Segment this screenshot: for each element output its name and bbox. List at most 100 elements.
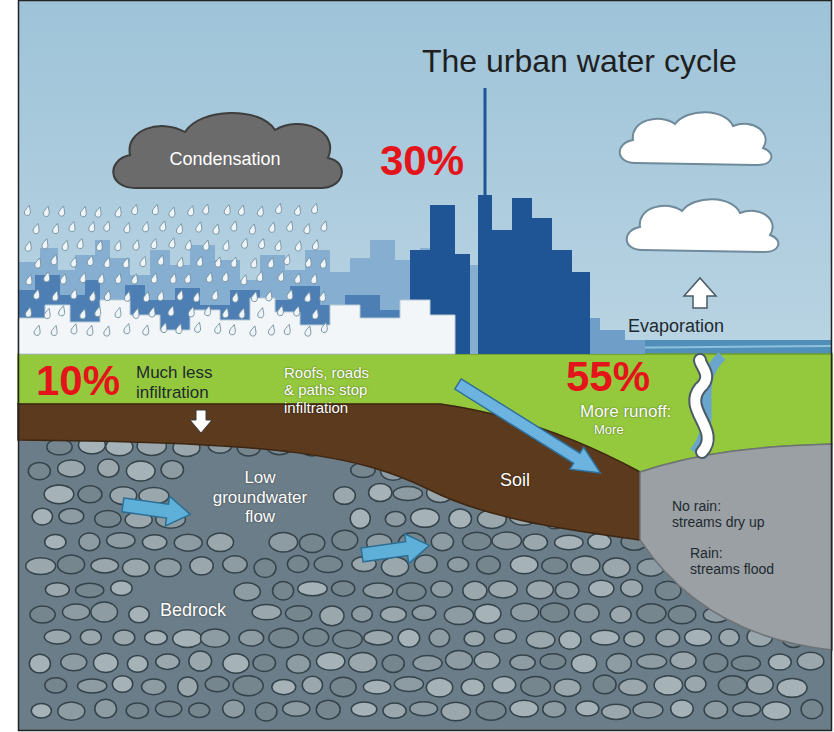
pebble [30,606,55,623]
pebble [78,486,102,503]
pebble [477,556,501,574]
pebble [47,439,72,455]
rain-drop [268,324,277,336]
rain-drop [114,206,123,218]
rain-drop [204,305,213,317]
rain-drop [131,204,140,216]
pebble [58,702,85,720]
runoff-note: More [594,423,624,438]
rain-drop [150,272,159,284]
pebble [330,677,356,696]
pebble [91,602,118,622]
evaporation-arrow-outline [695,360,708,452]
rain-drop [256,271,265,283]
pebble [303,628,328,646]
pebble [205,677,229,692]
pebble [316,652,344,670]
rain-drop [303,223,312,235]
rain-drop [176,256,185,268]
rain-drop [293,305,302,317]
pebble [654,676,682,695]
pebble [252,604,281,619]
pebble [62,604,89,620]
pebble [397,583,426,601]
pebble [269,532,298,551]
pebble [398,629,420,647]
rain-drop [123,222,132,234]
pebble [797,652,823,670]
pebble [619,679,647,696]
pebble [98,459,119,477]
rain-drop [150,238,159,250]
pebble [255,702,277,721]
pebble [189,651,212,671]
pebble [464,631,484,646]
rain-drop [283,254,292,266]
pebble [610,606,631,623]
pebble [523,534,547,551]
rain-drop [176,223,185,235]
pebble [383,703,406,718]
pebble [333,487,355,505]
rain-drop [321,322,330,334]
rain-drop [70,323,79,335]
pebble [45,583,69,597]
pebble [155,558,181,576]
rain-drop [277,270,286,282]
rain-drop [193,291,202,303]
rain-drop [294,272,303,284]
rain-drop [80,206,89,218]
pebble [492,532,521,549]
pebble [559,631,581,649]
rain-drop [221,271,230,283]
rain-drop [60,273,69,285]
pebble [733,702,761,716]
rain-drop [251,291,260,303]
rain-drop [88,221,97,233]
pebble [555,535,583,550]
pebble [332,530,358,550]
rain-drop [115,272,124,284]
pebble [111,581,132,596]
rain-drop [114,307,123,319]
rain-drop [159,220,168,232]
rain-drop [33,288,42,300]
pebble [593,675,616,694]
rain-drop [86,325,95,337]
pebble [332,581,355,596]
percent-figure: 30% [380,140,464,182]
pebble [79,533,100,551]
groundwater-arrow [360,531,432,570]
rain-drop [61,240,70,252]
rain-drop [222,307,231,319]
rain-drop [275,203,284,215]
pebble [26,558,56,575]
pebble [670,652,696,669]
pebble [542,557,567,573]
pebble [540,654,566,670]
pebble [80,629,101,644]
rain-drop [132,239,141,251]
pebble [461,679,484,696]
rain-drop [195,221,204,233]
rain-drop [320,257,329,269]
pebble [126,703,148,718]
pebble [127,655,147,672]
rain-drop [240,274,249,286]
pebble [129,606,149,623]
node-label: Condensation [169,131,280,170]
pebble [363,680,390,694]
pebble [272,679,296,694]
rain-drop [185,239,194,251]
pebble [489,581,518,598]
rain-drop [257,307,266,319]
stream [694,356,722,452]
pebble [572,654,597,673]
rain-drop [286,289,295,301]
rain-drop [211,289,220,301]
pebble [142,679,166,695]
pebble [156,654,180,669]
pebble [273,582,294,600]
rain-drop [312,239,321,251]
